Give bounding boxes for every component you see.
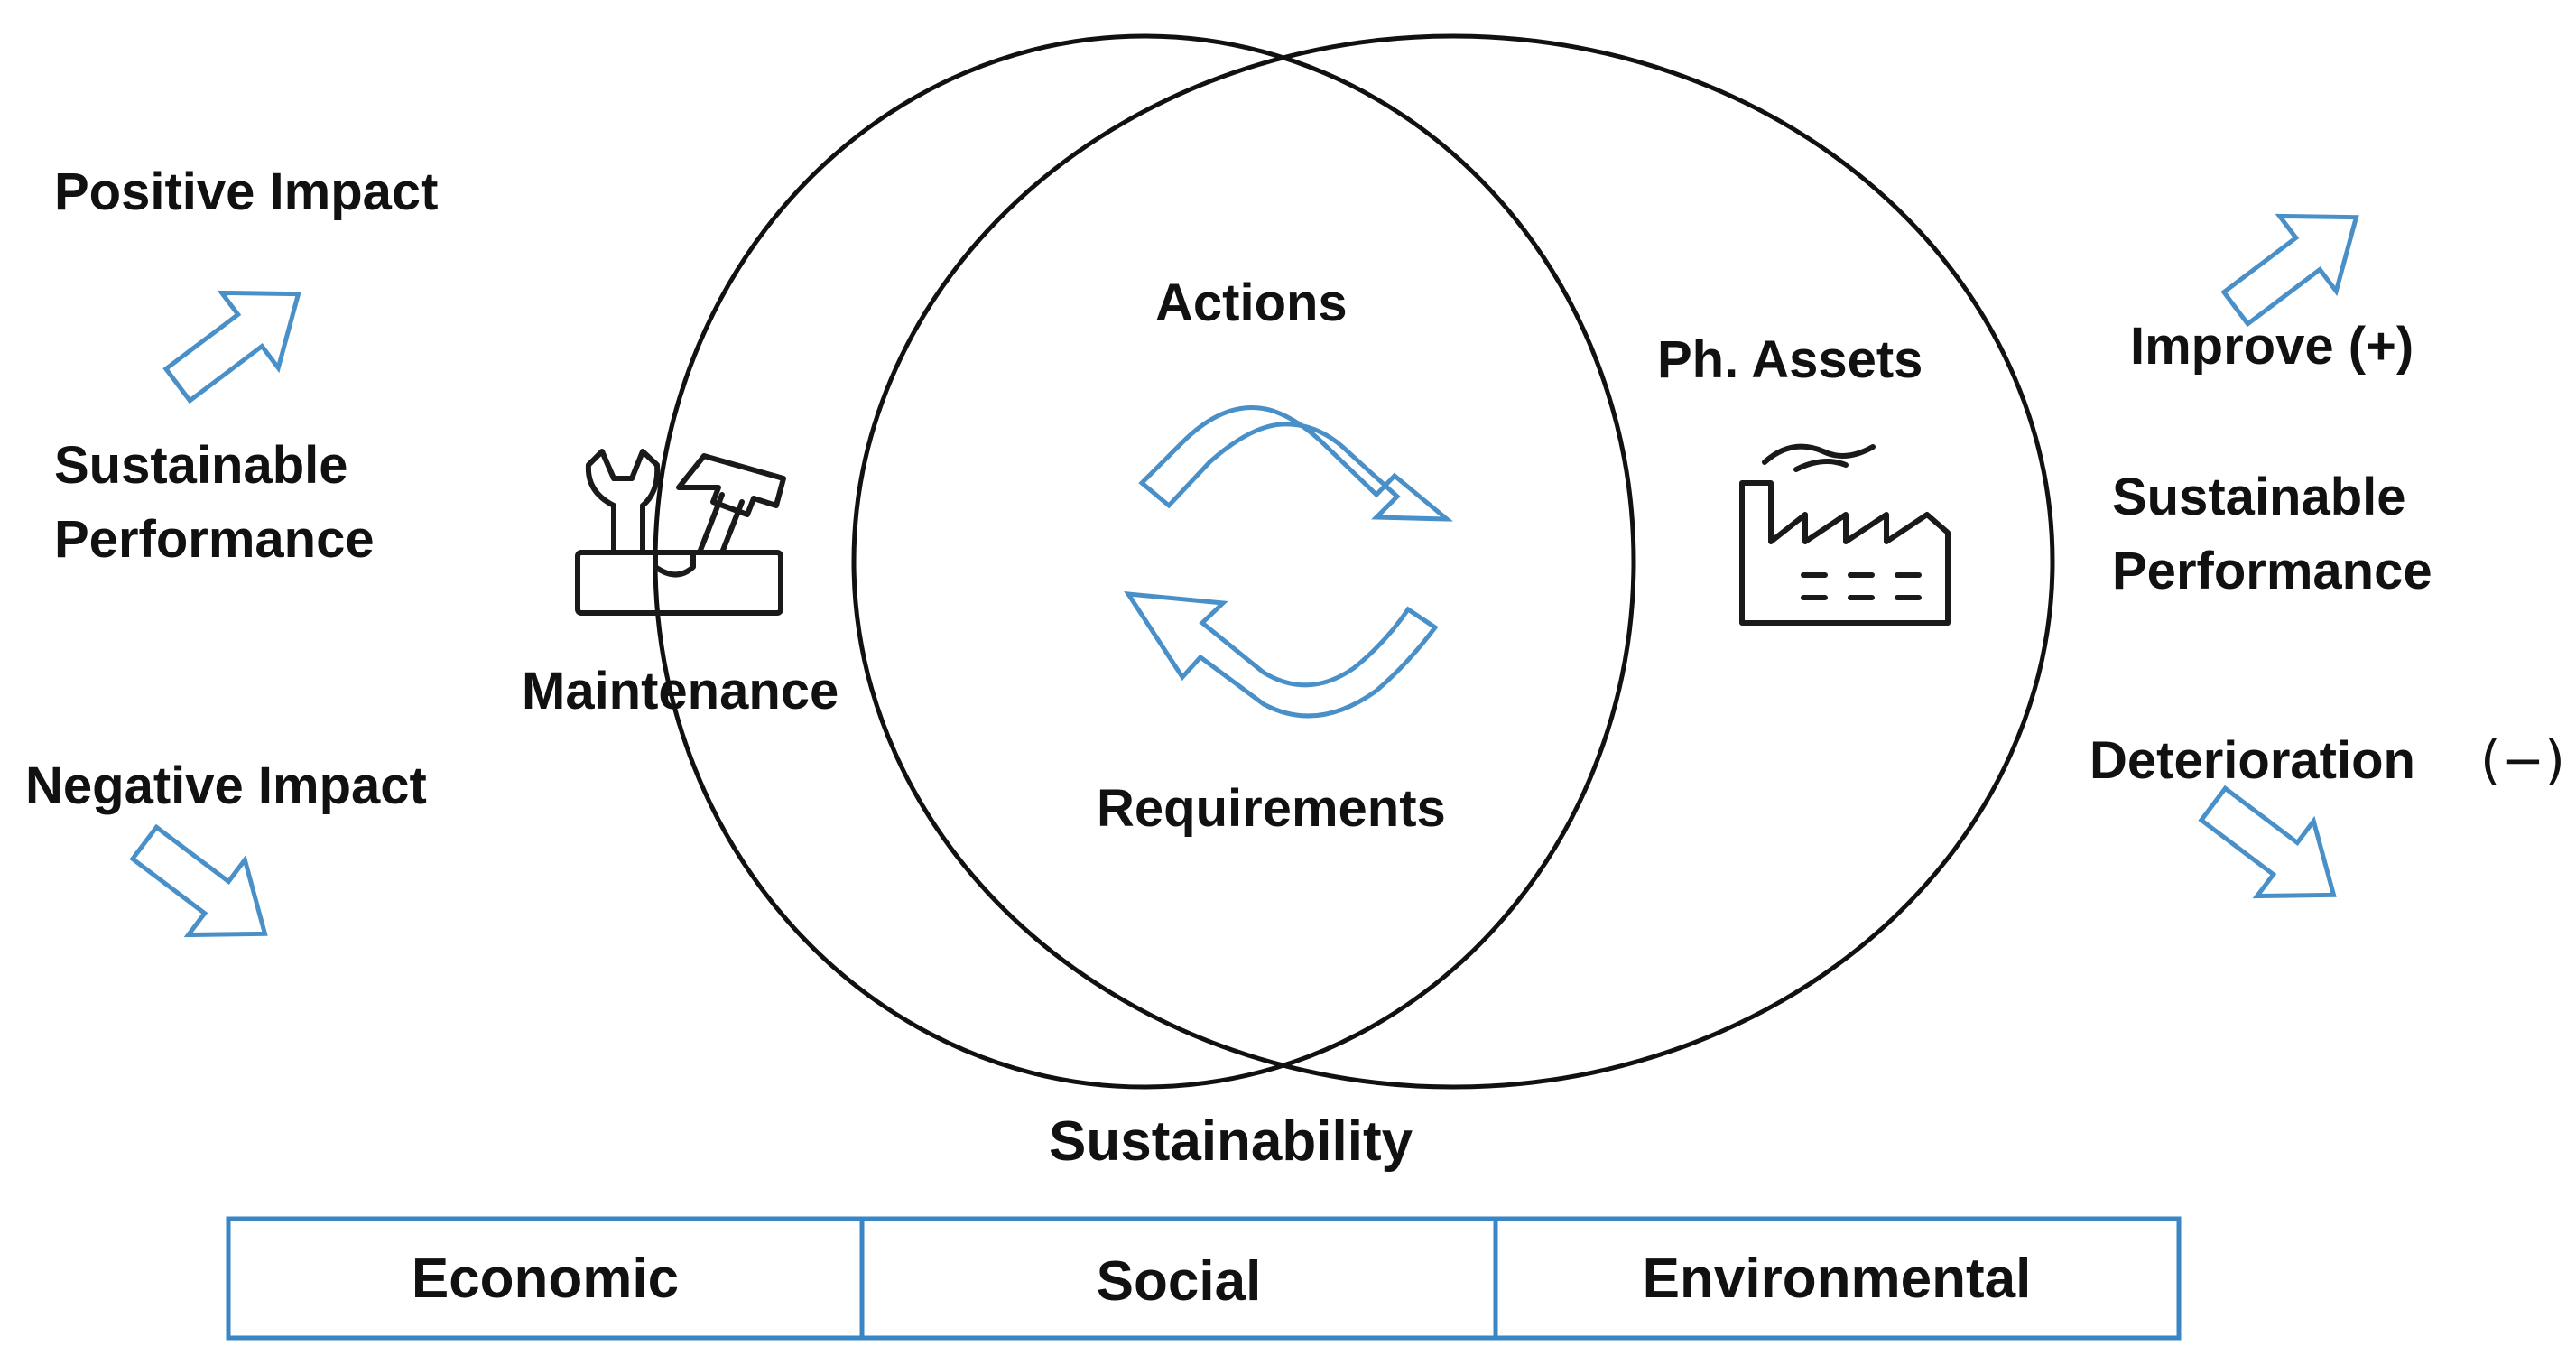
- improve-label: Improve (+): [2130, 317, 2414, 376]
- left-sustainable-label-line1: Sustainable: [54, 436, 348, 495]
- toolbox-icon: [575, 449, 786, 616]
- right-sustainable-label-line1: Sustainable: [2112, 468, 2406, 526]
- assets-circle: [851, 33, 2055, 1090]
- pillar-environmental-label: Environmental: [1643, 1248, 2032, 1310]
- maintenance-circle: [653, 33, 1636, 1090]
- maintenance-label: Maintenance: [522, 662, 839, 720]
- negative-impact-arrow-icon: [129, 823, 268, 938]
- pillar-social-label: Social: [1097, 1250, 1262, 1313]
- requirements-label: Requirements: [1097, 779, 1446, 838]
- deterioration-arrow-icon: [2198, 785, 2337, 899]
- assets-label: Ph. Assets: [1657, 330, 1923, 389]
- right-sustainable-label-line2: Performance: [2112, 542, 2432, 600]
- positive-impact-arrow-icon: [162, 290, 301, 404]
- actions-label: Actions: [1155, 274, 1348, 332]
- pillar-environmental: Environmental: [1493, 1216, 2182, 1341]
- cycle-arrows-icon: [1124, 405, 1453, 719]
- factory-icon: [1739, 443, 1951, 626]
- deterioration-sign: (−): [2480, 729, 2565, 791]
- deterioration-label: Deterioration: [2090, 731, 2415, 790]
- pillar-economic-label: Economic: [412, 1248, 679, 1310]
- negative-impact-label: Negative Impact: [25, 757, 427, 815]
- positive-impact-label: Positive Impact: [54, 162, 438, 221]
- pillar-social: Social: [859, 1216, 1498, 1341]
- sustainability-label: Sustainability: [1049, 1110, 1413, 1173]
- improve-arrow-icon: [2220, 213, 2359, 328]
- pillar-economic: Economic: [226, 1216, 865, 1341]
- left-sustainable-label-line2: Performance: [54, 510, 375, 569]
